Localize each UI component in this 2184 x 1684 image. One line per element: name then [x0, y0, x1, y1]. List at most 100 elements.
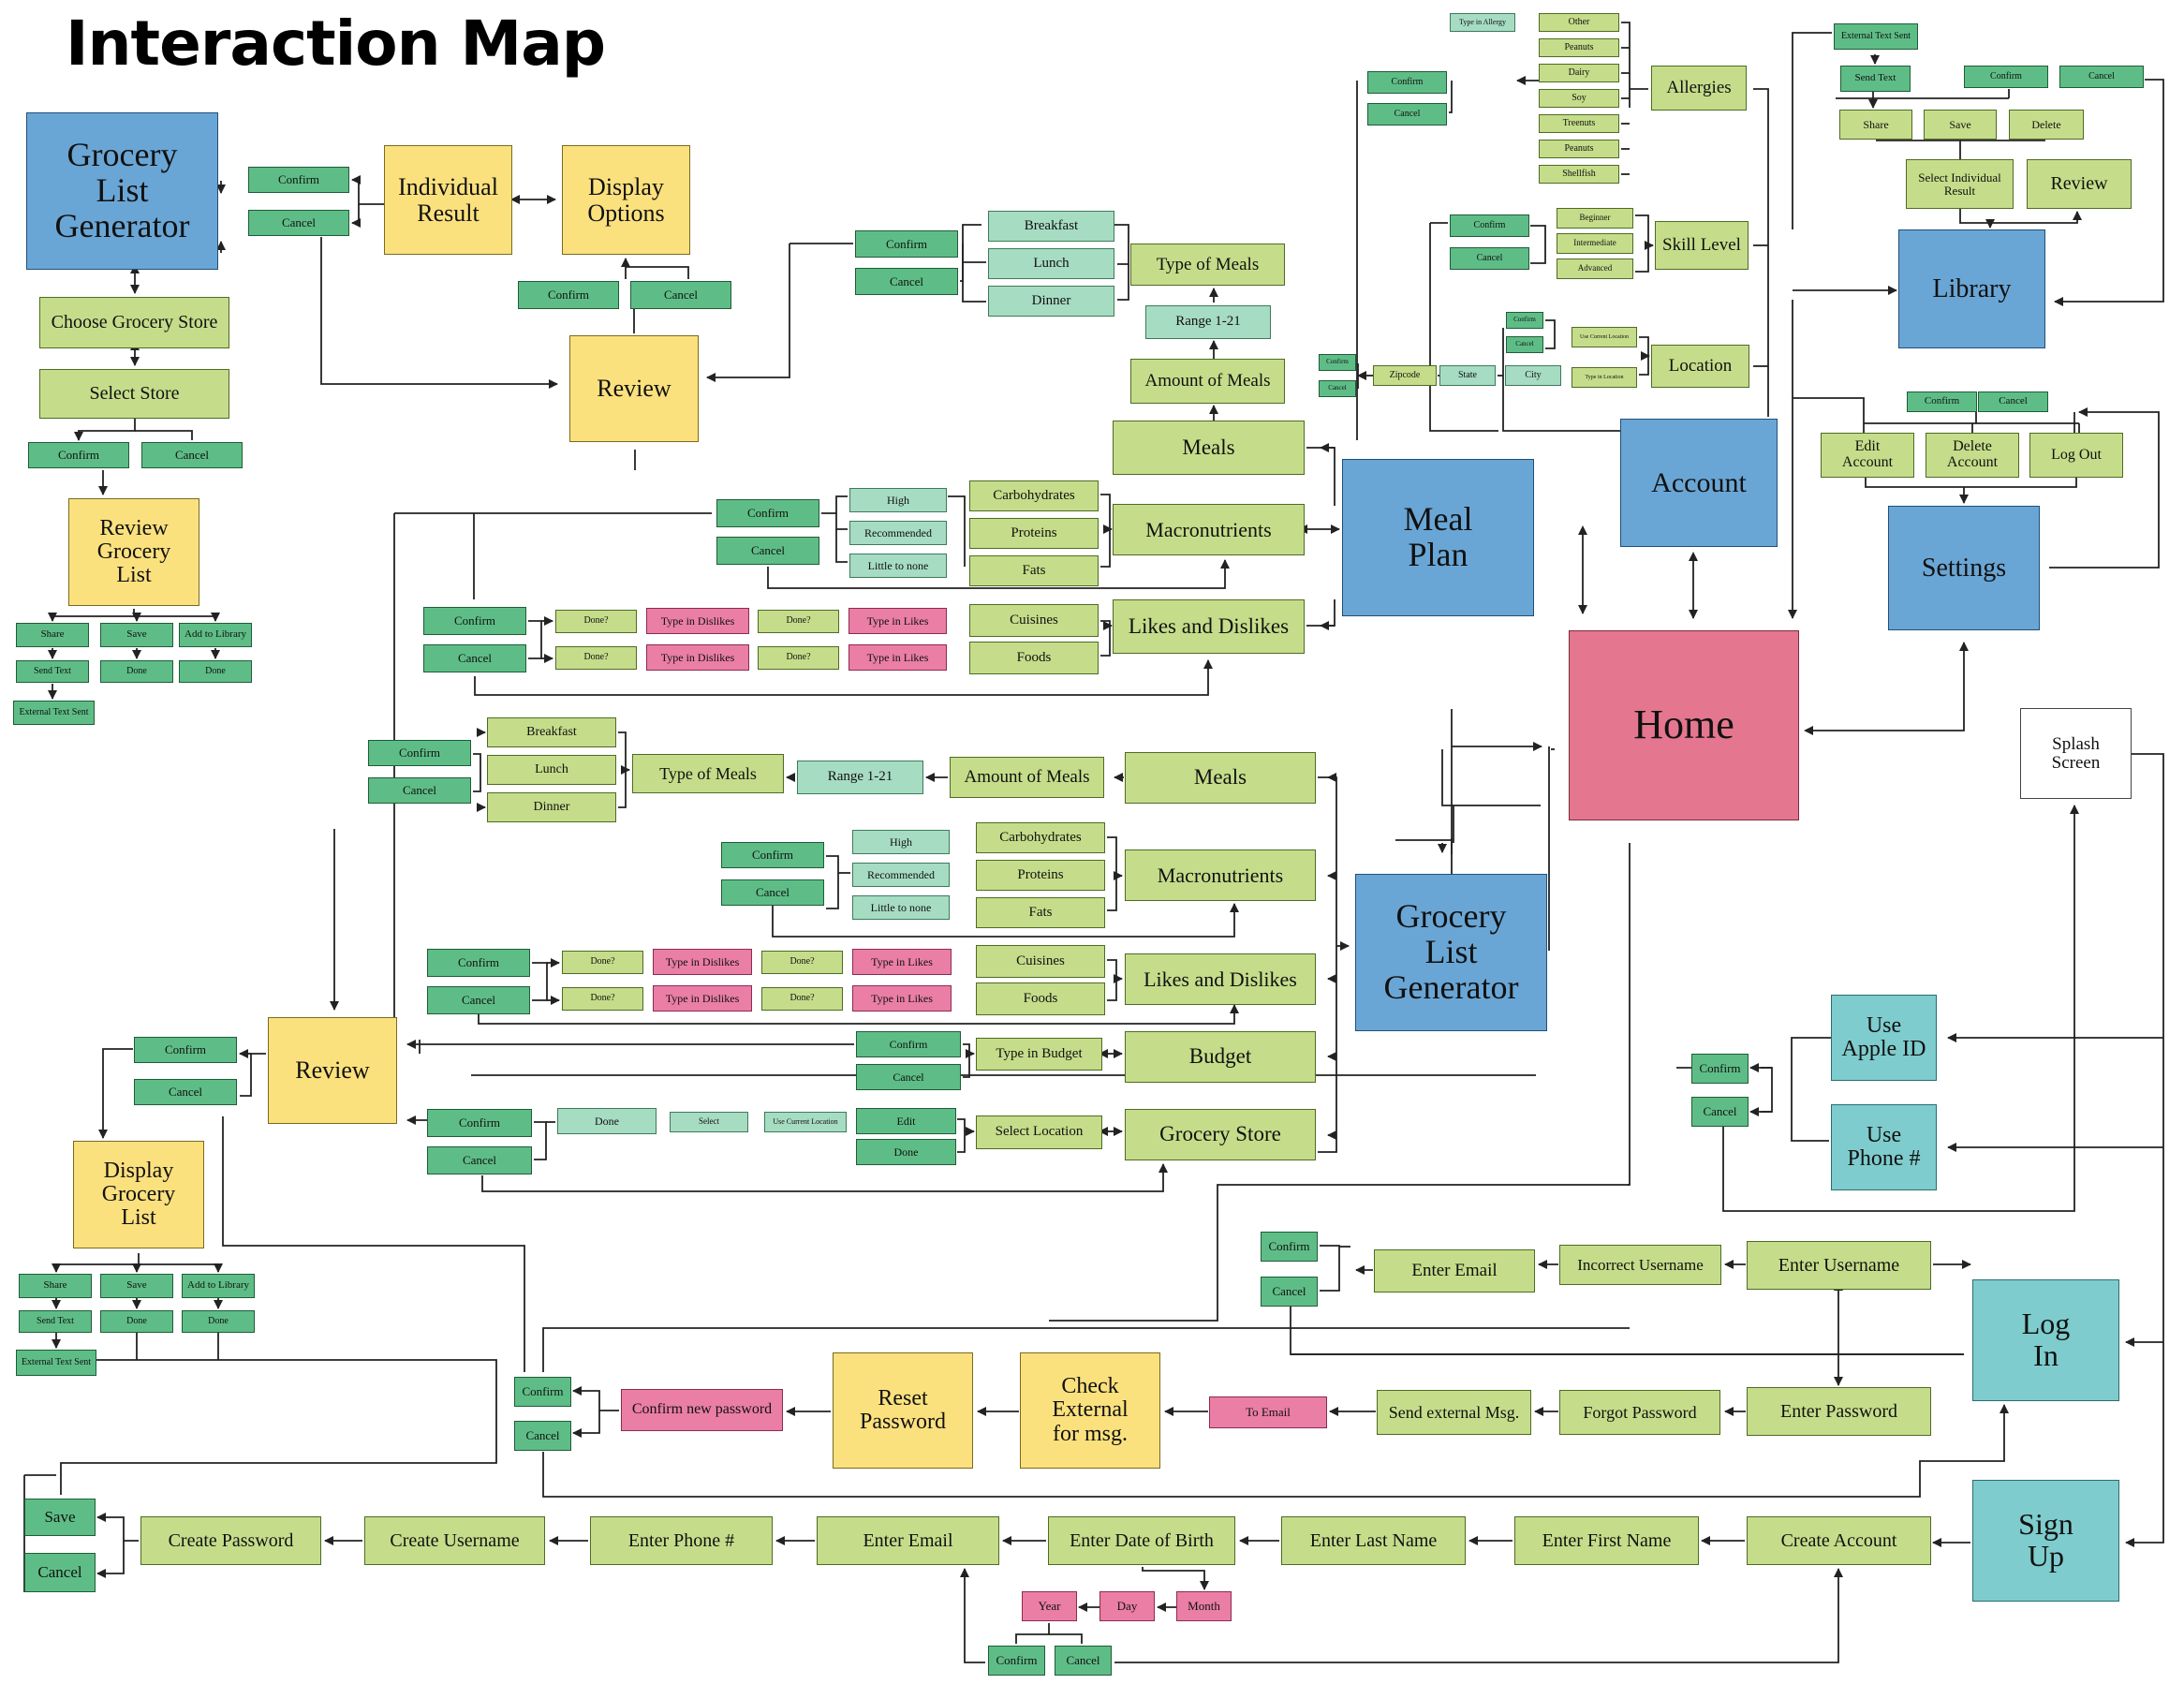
node-label: Check External for msg.: [1052, 1374, 1129, 1446]
node-label: Done?: [786, 652, 811, 663]
connector: [2054, 79, 2164, 306]
node-label: Done?: [583, 615, 609, 627]
node-label: Cancel: [893, 1070, 924, 1084]
node-set-edit: Edit Account: [1821, 433, 1914, 478]
node-g-bud-cancel: Cancel: [856, 1064, 961, 1090]
node-label: Carbohydrates: [993, 487, 1075, 503]
page-title: Interaction Map: [66, 7, 606, 80]
node-label: To Email: [1246, 1405, 1291, 1420]
node-loc-cancel: Cancel: [1506, 336, 1543, 353]
node-label: External Text Sent: [21, 1356, 92, 1367]
node-label: Cancel: [402, 783, 437, 798]
node-label: Cancel: [1703, 1104, 1737, 1119]
node-label: Create Username: [390, 1529, 520, 1551]
node-label: Dinner: [533, 799, 570, 814]
connector: [96, 1541, 125, 1578]
node-g-done4: Done?: [761, 987, 843, 1011]
node-library: Library: [1898, 229, 2045, 348]
node-lib-delete: Delete: [2009, 110, 2084, 140]
node-mp-little: Little to none: [849, 554, 947, 578]
node-label: Done: [205, 665, 226, 676]
node-al-cancel: Cancel: [1367, 103, 1447, 126]
node-label: Save: [44, 1508, 76, 1527]
node-select-store: Select Store: [39, 369, 229, 419]
node-label: Display Grocery List: [101, 1158, 176, 1231]
node-g-carbs: Carbohydrates: [976, 822, 1105, 853]
connector: [1117, 264, 1129, 301]
node-label: Skill Level: [1662, 235, 1741, 256]
node-ind-result: Individual Result: [384, 145, 512, 255]
node-label: Save: [1949, 117, 1971, 131]
node-lib-cancel: Cancel: [2059, 66, 2144, 88]
node-choose-store: Choose Grocery Store: [39, 297, 229, 348]
node-label: Peanuts: [1564, 41, 1594, 52]
node-label: Cancel: [168, 1085, 203, 1100]
node-g-ld: Likes and Dislikes: [1125, 953, 1316, 1005]
node-label: Confirm: [164, 1042, 207, 1057]
node-label: Cancel: [1999, 395, 2028, 407]
node-label: High: [887, 493, 909, 507]
connector: [98, 1048, 133, 1139]
connector: [222, 1116, 525, 1372]
node-label: Select Location: [995, 1124, 1084, 1140]
node-send-ext: Send external Msg.: [1377, 1390, 1531, 1435]
node-label: Grocery Store: [1159, 1122, 1281, 1146]
node-label: Delete Account: [1946, 438, 1999, 470]
node-gl-confirm: Confirm: [248, 167, 349, 193]
node-label: Share: [1863, 117, 1889, 131]
node-g-rec: Recommended: [852, 863, 950, 887]
node-su-save: Save: [24, 1499, 96, 1536]
node-dob-year: Year: [1022, 1591, 1077, 1621]
node-label: Confirm: [1990, 70, 2022, 81]
connector: [1530, 225, 1546, 264]
connector: [767, 559, 1230, 589]
node-g-ld-cancel: Cancel: [427, 986, 530, 1014]
node-g-store: Grocery Store: [1125, 1109, 1316, 1160]
connector: [1049, 843, 1631, 1322]
node-disp-gl: Display Grocery List: [73, 1141, 204, 1248]
node-label: Confirm: [1268, 1239, 1310, 1254]
node-lib-share: Share: [1839, 110, 1912, 140]
node-sk-confirm: Confirm: [1450, 214, 1529, 237]
node-label: Account: [1651, 466, 1747, 498]
node-g-done-g: Done: [856, 1139, 956, 1165]
connector: [1449, 81, 1453, 113]
node-label: Breakfast: [1024, 217, 1079, 233]
node-mp-likes1: Type in Likes: [849, 608, 947, 634]
node-label: Enter Last Name: [1309, 1529, 1438, 1551]
node-label: Cancel: [1066, 1653, 1100, 1668]
node-g-dis2: Type in Dislikes: [653, 985, 752, 1012]
node-forgot-pw: Forgot Password: [1559, 1390, 1720, 1435]
node-loc-state: State: [1439, 365, 1496, 386]
node-g-done2: Done?: [761, 951, 843, 974]
node-review-top: Review: [569, 335, 699, 442]
node-rp-cancel: Cancel: [514, 1421, 571, 1451]
node-label: Carbohydrates: [999, 829, 1082, 845]
node-label: Proteins: [1011, 524, 1057, 540]
node-label: Settings: [1921, 553, 2007, 583]
node-review-gl: Review Grocery List: [68, 498, 199, 606]
node-label: Library: [1932, 273, 2012, 303]
node-mp-dis1: Type in Dislikes: [646, 608, 749, 634]
connector: [960, 1568, 985, 1663]
node-label: Splash Screen: [2051, 733, 2101, 773]
node-set-cancel: Cancel: [1978, 391, 2048, 412]
node-label: Cancel: [457, 651, 493, 666]
node-label: Share: [43, 1279, 67, 1292]
node-dgl-done1: Done: [100, 1310, 173, 1333]
node-gl-cancel: Cancel: [248, 210, 349, 236]
node-label: Type in Budget: [996, 1045, 1083, 1061]
connector: [96, 1359, 497, 1372]
connector: [2049, 407, 2160, 569]
connector: [481, 1163, 1168, 1192]
node-label: Select Individual Result: [1918, 170, 2001, 198]
connector: [821, 495, 848, 514]
connector: [528, 620, 542, 659]
node-mp-amount: Amount of Meals: [1130, 359, 1285, 404]
node-label: Reset Password: [859, 1385, 946, 1434]
node-label: Done: [126, 665, 147, 676]
node-incorrect-user: Incorrect Username: [1559, 1245, 1721, 1285]
node-sign-up: Sign Up: [1972, 1480, 2119, 1602]
connector: [132, 1263, 141, 1273]
connector: [351, 175, 368, 205]
